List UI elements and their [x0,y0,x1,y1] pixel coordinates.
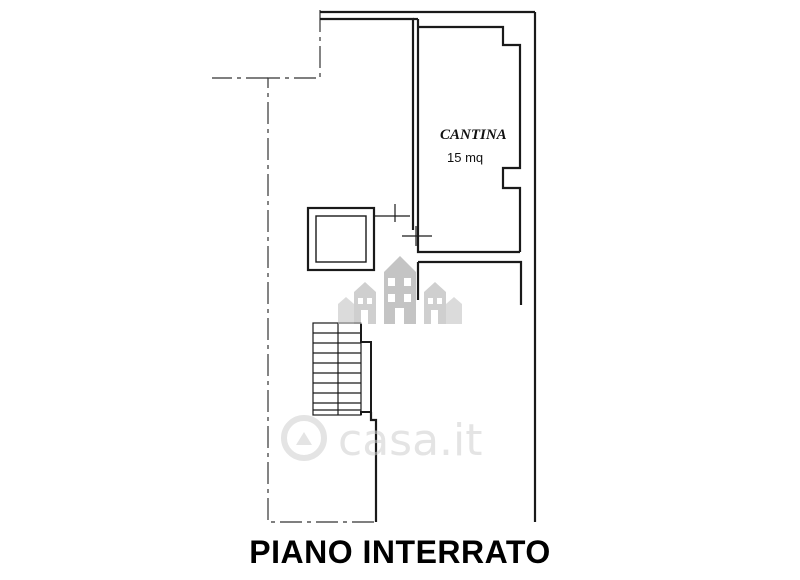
property-boundary [212,10,378,523]
room-area-label: 15 mq [447,150,483,165]
corridor-walls [369,412,378,522]
watermark-text: casa.it [338,415,483,466]
door-marks [374,204,432,246]
lift-shaft [306,206,376,272]
house-buildings-logo-icon [338,256,462,324]
floor-title: PIANO INTERRATO [249,534,551,570]
cantina-walls [320,10,537,522]
room-name-label: CANTINA [440,127,507,143]
staircase [312,322,372,416]
watermark-logo [281,415,327,461]
